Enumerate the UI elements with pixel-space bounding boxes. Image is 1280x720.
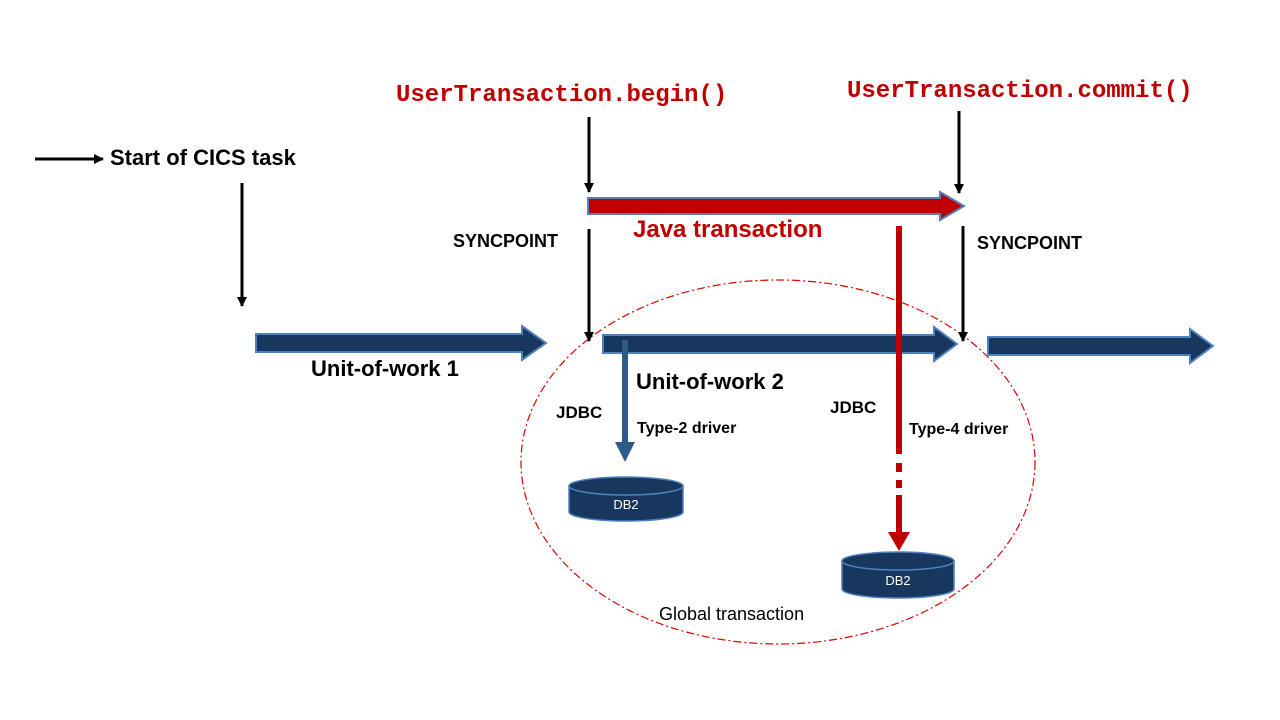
syncpoint-left-label: SYNCPOINT bbox=[453, 231, 559, 251]
global-transaction-boundary bbox=[520, 279, 1036, 645]
type4-driver-arrowhead bbox=[888, 532, 910, 551]
syncpoint-right-label: SYNCPOINT bbox=[977, 233, 1083, 253]
db2-right-cylinder bbox=[841, 551, 955, 599]
uow2-label: Unit-of-work 2 bbox=[636, 369, 784, 394]
type2-driver-shaft bbox=[622, 340, 628, 442]
global-transaction-label: Global transaction bbox=[659, 604, 805, 624]
jdbc-right-label: JDBC bbox=[830, 398, 877, 417]
begin-label: UserTransaction.begin() bbox=[396, 82, 728, 109]
type4-driver-dash-2 bbox=[896, 480, 902, 488]
type4-driver-line bbox=[896, 226, 902, 454]
db2-left-label: DB2 bbox=[613, 497, 639, 512]
commit-label: UserTransaction.commit() bbox=[847, 78, 1193, 105]
jdbc-left-label: JDBC bbox=[556, 403, 603, 422]
start-task-label: Start of CICS task bbox=[110, 145, 296, 170]
uow2-arrow bbox=[602, 325, 959, 363]
type2-driver-label: Type-2 driver bbox=[637, 420, 737, 437]
db2-left-cylinder bbox=[568, 476, 684, 522]
uow1-label: Unit-of-work 1 bbox=[311, 356, 459, 381]
java-transaction-label: Java transaction bbox=[633, 216, 823, 243]
type2-driver-arrowhead bbox=[615, 442, 635, 462]
type4-driver-dash-1 bbox=[896, 463, 902, 472]
uow1-arrow bbox=[255, 324, 548, 362]
java-transaction-arrow bbox=[587, 190, 966, 222]
type4-driver-label: Type-4 driver bbox=[909, 421, 1009, 438]
db2-right-label: DB2 bbox=[885, 573, 911, 588]
type4-driver-tail bbox=[896, 495, 902, 532]
uow3-arrow bbox=[987, 327, 1215, 365]
